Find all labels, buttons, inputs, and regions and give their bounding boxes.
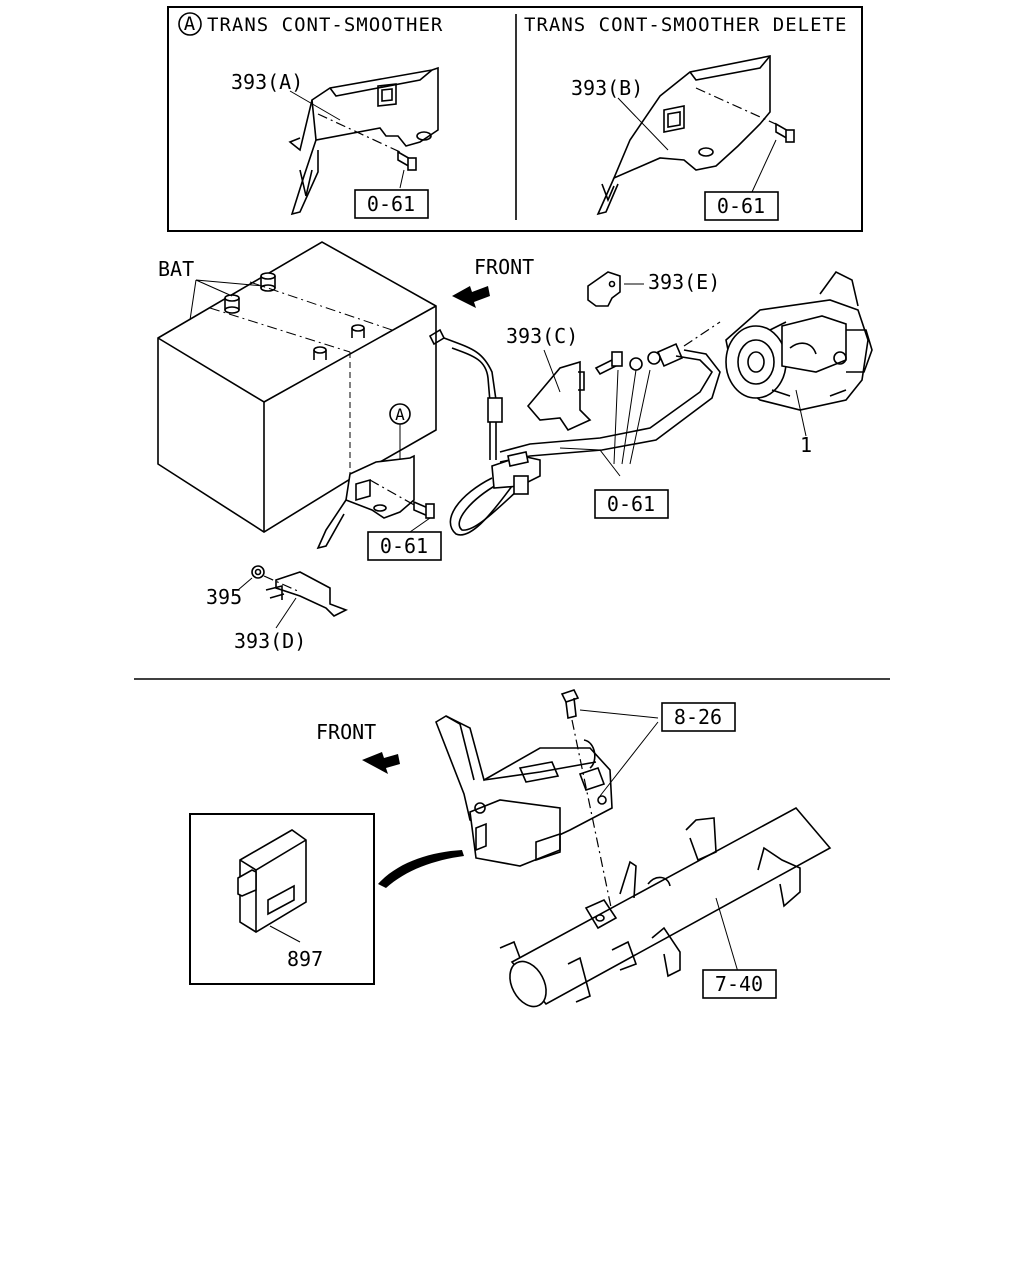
- leader-battery: [189, 279, 265, 321]
- ref-box-061-d: [367, 531, 442, 561]
- leader-393d: [275, 597, 297, 629]
- bolt-8-26: [560, 689, 580, 719]
- module-inset-frame: [189, 813, 375, 985]
- label-393a: 393(A): [231, 70, 303, 94]
- ref-061-c: 0-61: [607, 492, 655, 516]
- module-bracket-assembly: [435, 715, 613, 867]
- bracket-393a: [288, 66, 439, 216]
- bracket-393e: [587, 271, 621, 307]
- pointer-arrow-icon: [378, 850, 464, 888]
- callout-a-letter: A: [184, 13, 196, 35]
- ref-box-826: [661, 702, 736, 732]
- battery-cable: [428, 321, 721, 536]
- ref-061-a: 0-61: [367, 192, 415, 216]
- label-starter: 1: [800, 433, 812, 457]
- nut-395: [251, 565, 265, 579]
- ref-061-d: 0-61: [380, 534, 428, 558]
- front-label-top: FRONT: [474, 255, 534, 279]
- align-line-c: [369, 479, 417, 507]
- front-arrow-top-icon: [452, 286, 490, 308]
- leader-061-c: [613, 369, 651, 465]
- callout-a-letter-2: A: [395, 405, 405, 424]
- leader-393b: [617, 97, 669, 151]
- front-label-bottom: FRONT: [316, 720, 376, 744]
- leader-897: [269, 925, 301, 943]
- ref-826: 8-26: [674, 705, 722, 729]
- bolt-a: [397, 150, 417, 171]
- align-line-d: [263, 575, 301, 593]
- leader-061-d: [409, 517, 431, 533]
- nut-c: [629, 357, 643, 371]
- front-arrow-bottom-icon: [362, 752, 400, 774]
- starter-motor: [725, 270, 873, 411]
- ref-box-740: [702, 969, 777, 999]
- label-897: 897: [287, 947, 323, 971]
- align-line-e: [571, 719, 613, 913]
- label-battery: BAT: [158, 257, 194, 281]
- leader-393c: [543, 349, 561, 393]
- label-393c: 393(C): [506, 324, 578, 348]
- bracket-a-mounted: [316, 454, 415, 550]
- ref-061-b: 0-61: [717, 194, 765, 218]
- ref-box-061-c: [594, 489, 669, 519]
- callout-a-circle: [178, 12, 202, 36]
- align-line: [317, 113, 401, 153]
- panel-right-title: TRANS CONT-SMOOTHER DELETE: [524, 14, 847, 36]
- leader-395: [237, 577, 253, 591]
- ref-740: 7-40: [715, 972, 763, 996]
- bolt-d: [413, 500, 435, 519]
- leader-740: [715, 897, 739, 973]
- label-393d: 393(D): [234, 629, 306, 653]
- label-393e: 393(E): [648, 270, 720, 294]
- battery: [157, 241, 437, 533]
- align-line-b: [695, 87, 781, 127]
- ref-box-061-b: [704, 191, 779, 221]
- inset-frame: [167, 6, 863, 232]
- label-395: 395: [206, 585, 242, 609]
- leader-starter: [795, 389, 807, 437]
- leader-061-a: [399, 169, 405, 189]
- label-393b: 393(B): [571, 76, 643, 100]
- bracket-393b: [596, 55, 771, 216]
- bracket-393d: [265, 571, 348, 617]
- leader-061-b: [751, 139, 777, 193]
- ref-box-061-a: [354, 189, 429, 219]
- control-module-897: [237, 829, 307, 933]
- bolt-c: [594, 351, 623, 376]
- bracket-393c: [526, 360, 592, 432]
- leader-061-c2: [559, 447, 621, 477]
- panel-left-title: TRANS CONT-SMOOTHER: [207, 14, 443, 36]
- cross-member: [499, 806, 832, 1008]
- bolt-b: [775, 122, 795, 143]
- leader-393a: [289, 90, 341, 121]
- leader-826: [579, 709, 659, 797]
